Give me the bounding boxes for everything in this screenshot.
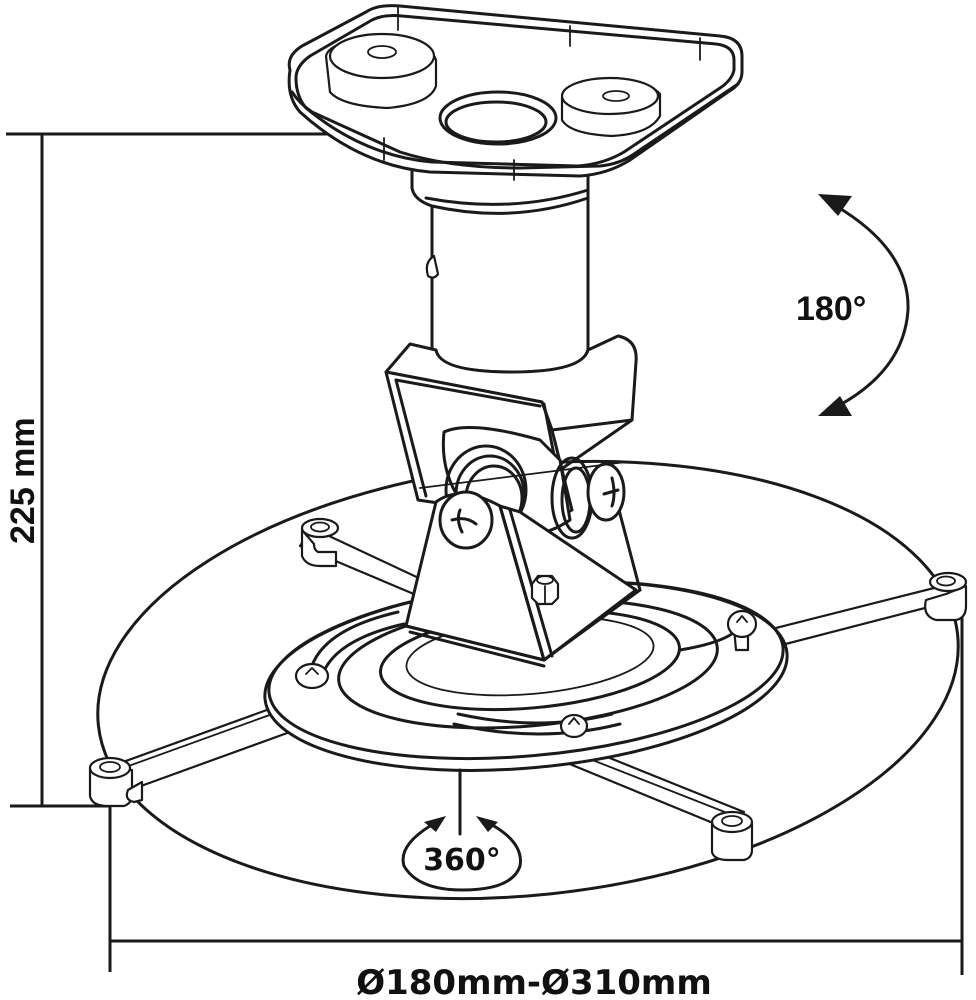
width-dimension xyxy=(108,610,964,975)
rotating-base-plate xyxy=(263,579,789,772)
pivot-screw-right xyxy=(586,462,626,522)
extension-column xyxy=(410,158,590,374)
rotation-indicator xyxy=(401,768,522,892)
adjustable-arm-front-right xyxy=(558,744,754,862)
pivot-screw-left xyxy=(438,490,494,550)
adjustable-arm-back-left xyxy=(298,517,442,602)
rotation-angle-label: 360° xyxy=(423,843,501,878)
diameter-range-label: Ø180mm-Ø310mm xyxy=(356,963,712,1000)
tilt-angle-label: 180° xyxy=(796,290,866,328)
lower-bracket xyxy=(404,466,642,668)
tilt-arrow xyxy=(818,194,910,416)
adjustable-arm-right xyxy=(758,571,968,650)
rotation-arrowhead-right-icon xyxy=(476,816,498,832)
rotation-arrowhead-left-icon xyxy=(424,816,446,832)
height-dimension xyxy=(6,132,360,808)
height-dimension-label: 225 mm xyxy=(4,417,42,544)
arrowhead-down-icon xyxy=(818,396,852,416)
ceiling-plate xyxy=(287,4,744,181)
adjustable-arm-front-left xyxy=(88,696,314,808)
arrowhead-up-icon xyxy=(818,194,852,216)
hex-nut xyxy=(530,574,560,606)
